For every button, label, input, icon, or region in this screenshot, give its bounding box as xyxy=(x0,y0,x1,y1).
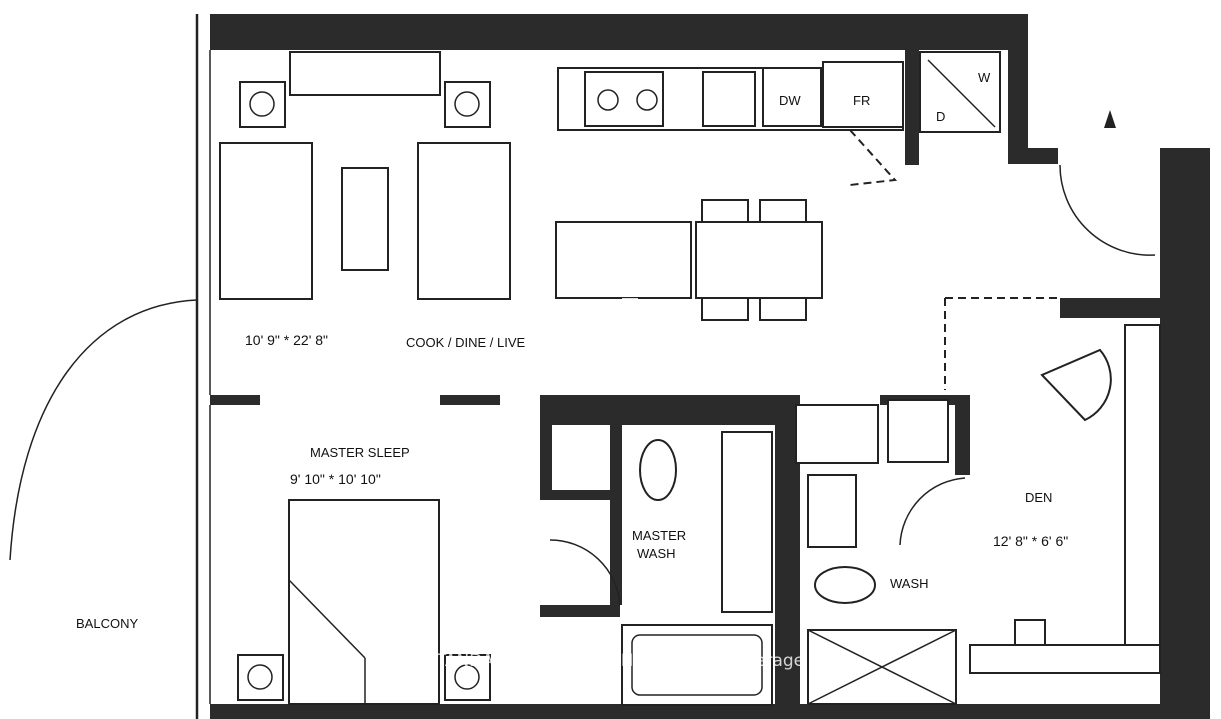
living-size: 10' 9" * 22' 8" xyxy=(245,332,328,348)
master-sleep-size: 9' 10" * 10' 10" xyxy=(290,471,381,487)
bedroom-furniture xyxy=(237,499,621,705)
logo-text-line1: Top xyxy=(727,339,772,369)
wash-name: WASH xyxy=(890,576,929,591)
wash-fixtures xyxy=(795,399,966,705)
fridge-label: FR xyxy=(853,93,870,108)
entry-arrow-icon xyxy=(1104,110,1116,128)
bed xyxy=(288,499,440,705)
living-name: COOK / DINE / LIVE xyxy=(406,335,526,350)
brokerage-watermark: HOME STANDARDS BRICKSTONE REALTY Brokera… xyxy=(368,651,804,671)
den-furniture xyxy=(944,297,1161,674)
shelving xyxy=(1124,324,1161,671)
sink-icon xyxy=(702,71,756,127)
tv-console xyxy=(289,51,441,96)
logo-text-line2: Condos xyxy=(728,365,825,395)
master-wash-fixtures xyxy=(621,431,773,706)
dishwasher-label: DW xyxy=(779,93,801,108)
balcony-curve xyxy=(9,299,198,561)
kitchen-island xyxy=(555,221,692,299)
master-wash-line1: MASTER xyxy=(632,528,686,543)
fridge xyxy=(822,61,904,128)
stove-icon xyxy=(584,71,664,127)
sofa-right xyxy=(417,142,511,300)
dining-table xyxy=(695,221,823,299)
washer-label: W xyxy=(978,70,991,85)
kitchen-counter xyxy=(557,51,1001,133)
dishwasher xyxy=(762,67,822,127)
toilet-icon xyxy=(814,566,876,604)
den-size: 12' 8" * 6' 6" xyxy=(993,533,1068,549)
dryer-label: D xyxy=(936,109,945,124)
entry-door-swing xyxy=(1059,164,1156,256)
coffee-table xyxy=(341,167,389,271)
living-furniture xyxy=(219,51,823,321)
top-condos-logo: Top Condos xyxy=(548,298,825,395)
vanity xyxy=(721,431,773,613)
walls xyxy=(210,14,1210,719)
master-sleep-name: MASTER SLEEP xyxy=(310,445,410,460)
armchair xyxy=(1040,348,1112,422)
balcony-name: BALCONY xyxy=(76,616,138,631)
bathtub xyxy=(621,624,773,706)
den-name: DEN xyxy=(1025,490,1052,505)
fridge-door-swing xyxy=(849,129,898,186)
master-wash-line2: WASH xyxy=(637,546,676,561)
toilet-icon xyxy=(639,439,677,501)
sofa-left xyxy=(219,142,313,300)
